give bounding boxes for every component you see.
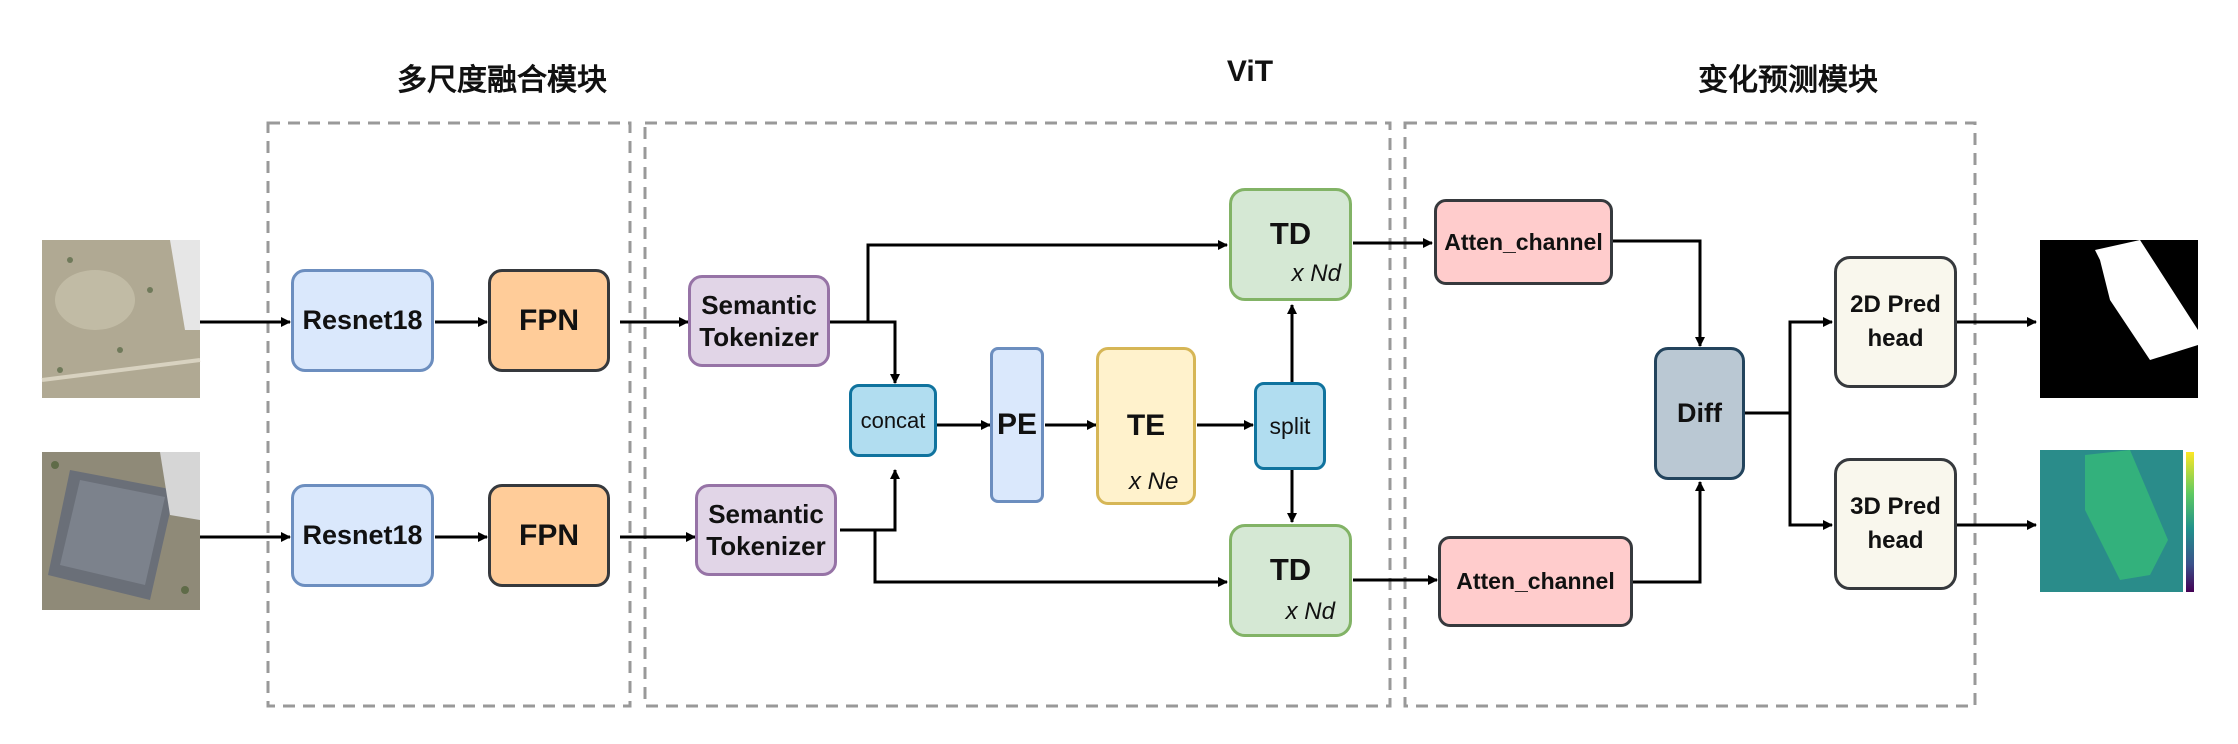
- pred-3d-line1: 3D Pred: [1850, 493, 1941, 521]
- td-bottom-box: TD x Nd: [1229, 524, 1352, 637]
- arrow-tok-td-bottom: [840, 528, 1228, 587]
- td-top-repeat-label: x Nd: [1291, 260, 1341, 287]
- semantic-tokenizer-bottom-box: Semantic Tokenizer: [695, 484, 837, 576]
- pred-3d-head-box: 3D Pred head: [1834, 458, 1957, 590]
- td-bottom-repeat-label: x Nd: [1285, 598, 1335, 625]
- concat-label: concat: [860, 407, 926, 433]
- arrow-atten-diff-top: [1613, 239, 1705, 347]
- frame-vit: [643, 121, 1392, 708]
- pred-2d-line2: head: [1867, 325, 1924, 352]
- output-3d-heightmap: [2040, 450, 2194, 592]
- arrow-tok-td-top: [866, 240, 1228, 322]
- te-label: TE: [1126, 409, 1166, 442]
- split-label: split: [1269, 412, 1311, 439]
- pred-3d-line2: head: [1867, 527, 1924, 554]
- arrow-tok-concat-bottom: [875, 469, 900, 532]
- td-top-label: TD: [1269, 215, 1312, 251]
- section-title-change: 变化预测模块: [1698, 63, 1878, 98]
- arrow-tok-concat-top: [830, 320, 900, 384]
- atten-channel-top-box: Atten_channel: [1434, 199, 1613, 285]
- connectors: [200, 238, 2037, 587]
- pred-2d-head-box: 2D Pred head: [1834, 256, 1957, 388]
- split-box: split: [1254, 382, 1326, 470]
- input-image-t2: [42, 452, 200, 610]
- fpn-bottom-label: FPN: [519, 518, 579, 552]
- resnet18-top-label: Resnet18: [302, 305, 423, 335]
- frame-change: [1403, 121, 1977, 708]
- section-title-multiscale: 多尺度融合模块: [397, 63, 607, 98]
- input-image-t1: [41, 240, 201, 398]
- atten-bottom-label: Atten_channel: [1456, 568, 1615, 594]
- diff-box: Diff: [1654, 347, 1745, 480]
- semantic-tokenizer-top-box: Semantic Tokenizer: [688, 275, 830, 367]
- atten-channel-bottom-box: Atten_channel: [1438, 536, 1633, 627]
- td-bottom-label: TD: [1269, 551, 1312, 587]
- tokenizer-bottom-line2: Tokenizer: [706, 531, 826, 561]
- arrow-diff-2d: [1745, 317, 1833, 415]
- atten-top-label: Atten_channel: [1444, 228, 1603, 255]
- resnet18-bottom-box: Resnet18: [291, 484, 434, 587]
- diff-label: Diff: [1677, 398, 1722, 428]
- concat-box: concat: [849, 384, 937, 457]
- section-title-vit: ViT: [1226, 55, 1274, 88]
- fpn-top-box: FPN: [488, 269, 610, 372]
- pe-box: PE: [990, 347, 1044, 503]
- tokenizer-top-line1: Semantic: [701, 289, 817, 320]
- fpn-top-label: FPN: [519, 303, 579, 337]
- tokenizer-bottom-line1: Semantic: [708, 498, 824, 529]
- fpn-bottom-box: FPN: [488, 484, 610, 587]
- frame-multiscale: [266, 121, 632, 708]
- resnet18-top-box: Resnet18: [291, 269, 434, 372]
- td-top-box: TD x Nd: [1229, 188, 1352, 301]
- te-box: TE x Ne: [1096, 347, 1196, 505]
- arrow-atten-diff-bottom: [1633, 481, 1705, 584]
- pe-label: PE: [996, 408, 1038, 441]
- resnet18-bottom-label: Resnet18: [302, 520, 423, 550]
- te-repeat-label: x Ne: [1129, 468, 1179, 495]
- pred-2d-line1: 2D Pred: [1850, 291, 1941, 319]
- arrow-diff-3d: [1788, 413, 1833, 530]
- tokenizer-top-line2: Tokenizer: [699, 322, 819, 352]
- output-2d-mask: [2040, 240, 2198, 398]
